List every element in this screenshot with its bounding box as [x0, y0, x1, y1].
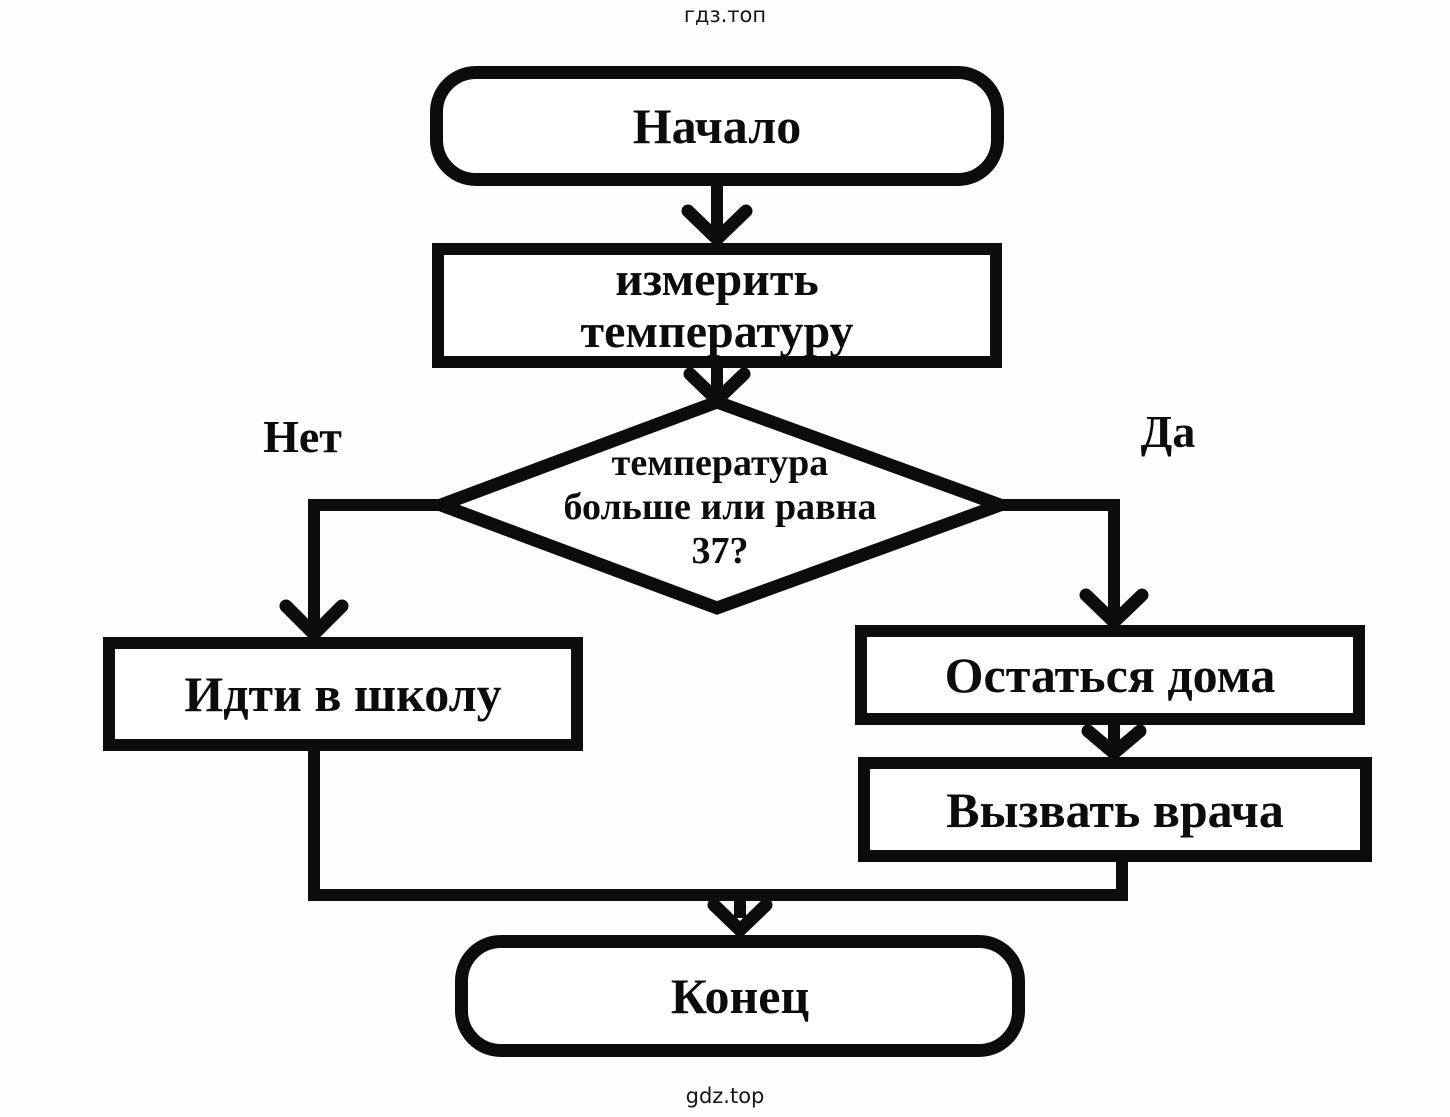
arrowhead-decision-school — [279, 599, 349, 644]
edge-merge-line — [308, 749, 1128, 901]
watermark-top: гдз.топ — [683, 3, 767, 27]
watermark-bottom: gdz.top — [685, 1084, 765, 1108]
node-decision-label: температура больше или равна 37? — [530, 442, 910, 572]
node-go-to-school-label: Идти в школу — [184, 666, 502, 722]
node-measure-temperature: измерить температуру — [432, 243, 1002, 368]
node-measure-temperature-label: измерить температуру — [580, 252, 854, 358]
decision-diamond — [422, 395, 1020, 615]
edge-decision-stay — [995, 499, 1120, 614]
node-start: Начало — [430, 66, 1004, 186]
node-call-doctor-label: Вызвать врача — [946, 781, 1284, 838]
node-end-label: Конец — [670, 968, 810, 1024]
decision-question-text: температура больше или равна 37? — [563, 441, 877, 573]
arrowhead-merge-end — [707, 898, 773, 940]
node-call-doctor: Вызвать врача — [858, 757, 1372, 862]
arrowhead-stay-call — [1081, 724, 1147, 762]
node-end: Конец — [455, 935, 1025, 1057]
node-stay-home: Остаться дома — [855, 625, 1365, 725]
branch-label-no: Нет — [263, 411, 342, 462]
edge-decision-school — [308, 499, 447, 626]
node-start-label: Начало — [632, 98, 802, 154]
node-go-to-school: Идти в школу — [103, 637, 583, 751]
arrowhead-start-measure — [681, 204, 753, 249]
node-stay-home-label: Остаться дома — [944, 647, 1276, 703]
branch-label-yes: Да — [1140, 406, 1196, 457]
arrowhead-decision-stay — [1079, 588, 1149, 632]
